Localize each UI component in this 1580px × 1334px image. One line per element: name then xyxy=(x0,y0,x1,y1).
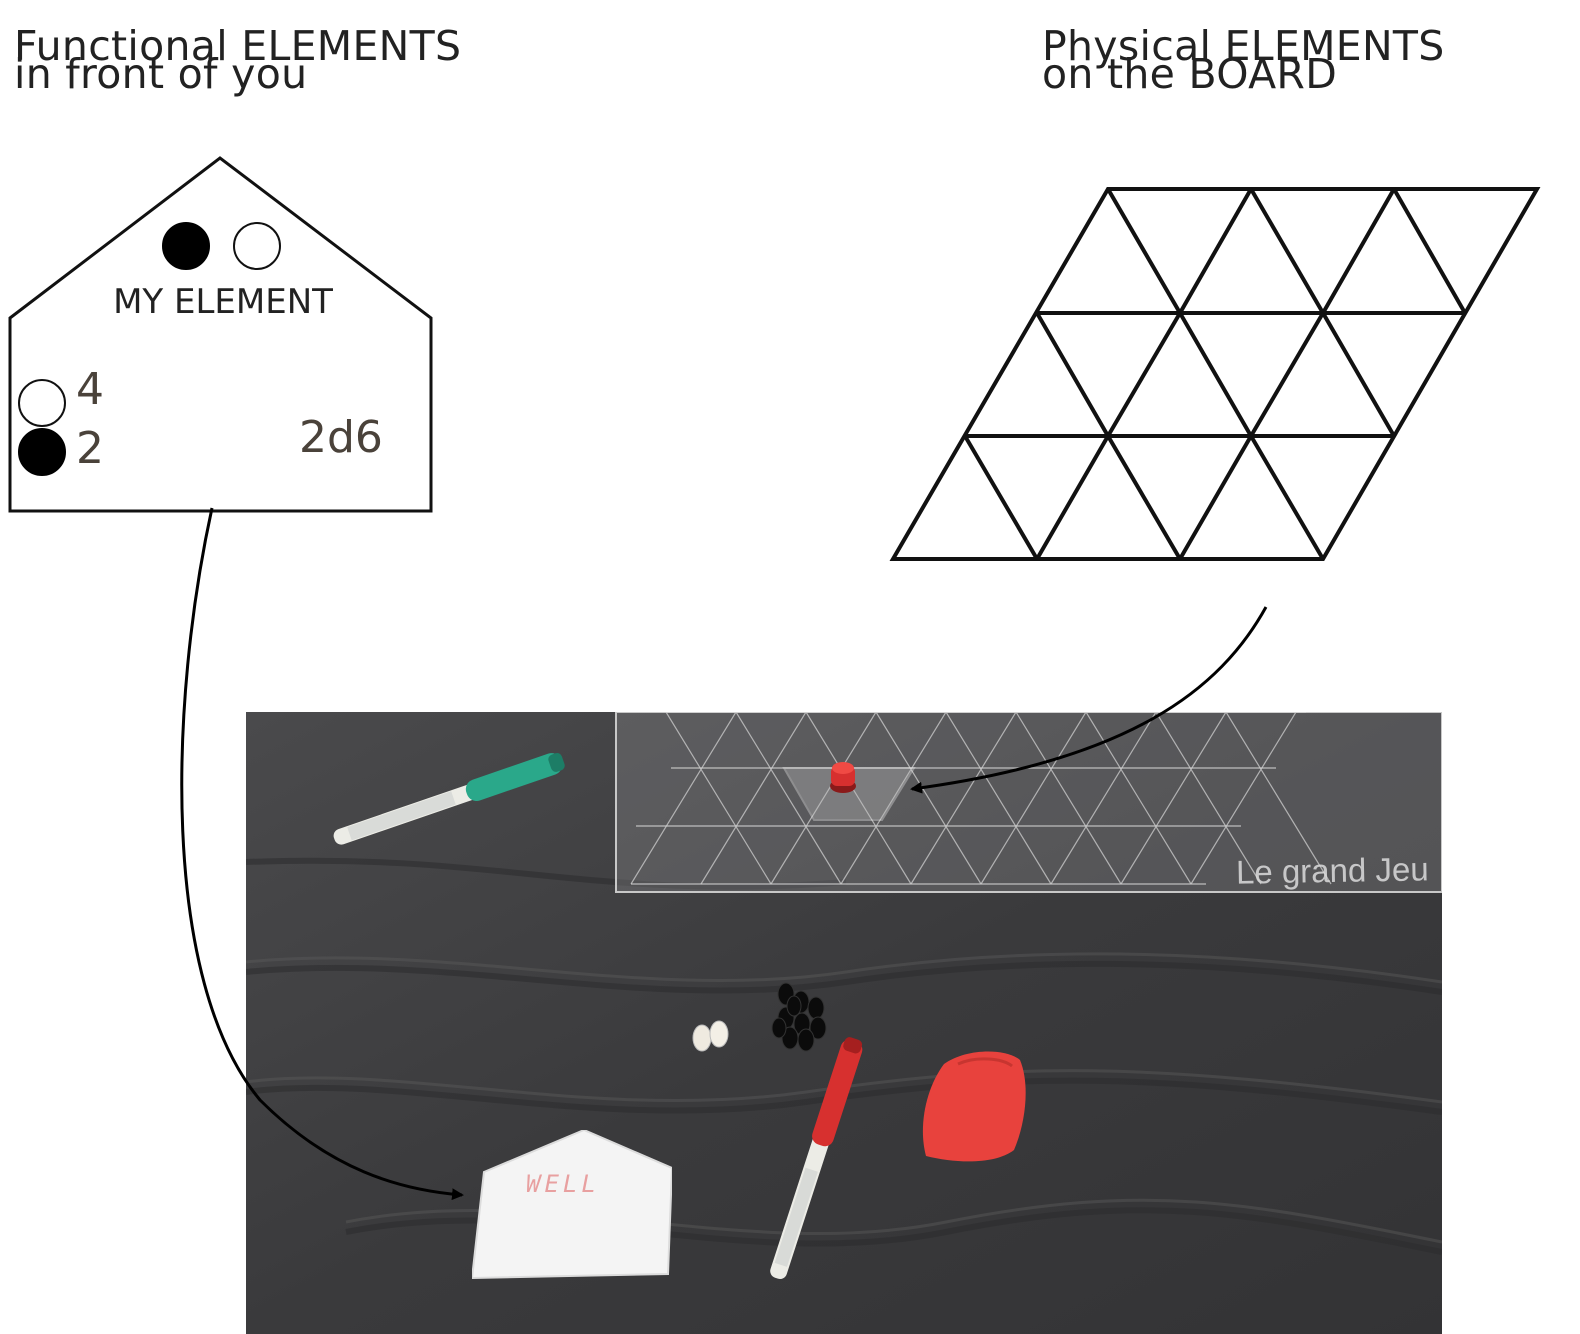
game-photo: WELL Le grand Jeu xyxy=(246,712,1442,1334)
white-beans-icon xyxy=(692,1020,729,1052)
white-token-value: 4 xyxy=(76,364,104,415)
board-diagonal xyxy=(1249,434,1325,561)
functional-elements-heading: Functional ELEMENTS in front of you xyxy=(14,22,462,98)
dice-notation: 2d6 xyxy=(299,412,383,463)
board-diagonal xyxy=(1178,435,1253,560)
board-diagonal xyxy=(1321,312,1396,437)
board-diagonal xyxy=(1178,312,1253,437)
board-diagonal xyxy=(1106,187,1182,315)
well-card-label: WELL xyxy=(526,1170,600,1198)
element-card-label: MY ELEMENT xyxy=(113,282,333,322)
black-token-icon xyxy=(162,222,210,270)
red-pawn-icon xyxy=(830,762,856,793)
board-diagonal xyxy=(1392,188,1467,314)
board-diagonal xyxy=(1035,312,1110,437)
functional-heading-line1: Functional ELEMENTS xyxy=(14,22,462,70)
physical-heading-line2: on the BOARD xyxy=(1042,50,1338,98)
black-beans-icon xyxy=(771,982,827,1052)
functional-heading-line2: in front of you xyxy=(14,50,308,98)
physical-heading-line1: Physical ELEMENTS xyxy=(1042,22,1445,70)
red-clay-icon xyxy=(922,1051,1026,1162)
white-token-small-icon xyxy=(18,379,66,427)
physical-elements-heading: Physical ELEMENTS on the BOARD xyxy=(1042,22,1445,98)
board-diagonal xyxy=(1106,434,1182,561)
board-diagonal xyxy=(963,434,1039,561)
white-token-icon xyxy=(233,222,281,270)
board-diagonal xyxy=(1035,435,1110,560)
red-marker-icon xyxy=(770,1037,863,1279)
board-diagonal xyxy=(1178,188,1253,314)
cloth-background xyxy=(246,712,1442,1334)
board-diagonal xyxy=(1249,187,1325,315)
board-diagonal xyxy=(1249,311,1325,438)
black-token-small-icon xyxy=(18,428,66,476)
board-engraving: Le grand Jeu xyxy=(1235,850,1429,891)
board-diagonal xyxy=(1106,311,1182,438)
board-outline xyxy=(889,187,1541,561)
well-card-icon xyxy=(472,1130,672,1280)
board-diagonal xyxy=(1321,188,1396,314)
black-token-value: 2 xyxy=(76,423,104,474)
